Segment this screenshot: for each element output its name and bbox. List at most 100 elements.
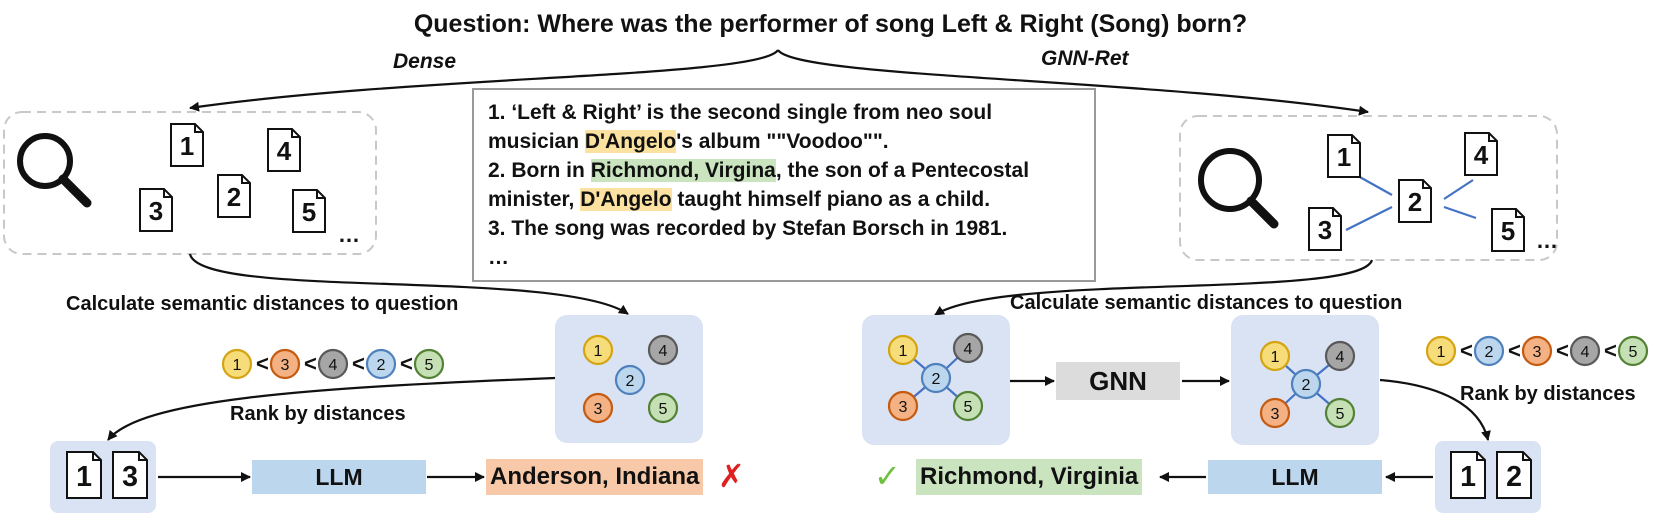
retrieved-document-icon: 3: [112, 451, 148, 499]
gnnret-retrieval-panel: [1179, 115, 1558, 261]
document-number: 5: [302, 197, 316, 227]
document-icon: 1: [170, 123, 204, 167]
less-than-sign: <: [400, 351, 413, 376]
step-calc-distances-left: Calculate semantic distances to question: [66, 293, 459, 315]
retrieved-document-icon: 1: [66, 451, 102, 499]
ranked-node-2: 2: [1473, 335, 1505, 367]
document-icon: 3: [139, 188, 173, 232]
ranked-node-3: 3: [269, 348, 301, 380]
entity-highlight: Richmond, Virgina: [590, 159, 776, 182]
node-number: 4: [329, 356, 338, 374]
less-than-sign: <: [1508, 338, 1521, 363]
ranked-node-5: 5: [413, 348, 445, 380]
node-3: 3: [1259, 397, 1291, 429]
arrow-question-to-gnnret: [777, 49, 1369, 116]
passage-3: 3. The song was recorded by Stefan Borsc…: [488, 217, 1008, 240]
node-2: 2: [1290, 368, 1322, 400]
node-4: 4: [1324, 340, 1356, 372]
node-1: 1: [1259, 340, 1291, 372]
step-rank-right: Rank by distances: [1460, 383, 1636, 405]
arrow-dense-to-embedding: [188, 253, 629, 315]
step-calc-distances-right: Calculate semantic distances to question: [1010, 292, 1403, 314]
passage-more: …: [488, 246, 509, 269]
passage-text: , the son of a Pentecostal: [775, 159, 1030, 182]
node-number: 3: [1271, 405, 1280, 423]
ranked-node-1: 1: [1425, 335, 1457, 367]
less-than-sign: <: [1604, 338, 1617, 363]
node-1: 1: [582, 334, 614, 366]
retrieved-document-icon: 1: [1450, 451, 1486, 499]
document-number: 3: [1318, 215, 1332, 245]
document-icon: 5: [292, 189, 326, 233]
document-icon: 2: [217, 174, 251, 218]
node-number: 2: [932, 370, 941, 388]
ranked-node-4: 4: [1569, 335, 1601, 367]
node-number: 2: [1485, 343, 1494, 361]
node-number: 2: [1302, 376, 1311, 394]
passage-text: minister,: [488, 188, 581, 211]
document-icon: 5: [1491, 208, 1525, 252]
node-3: 3: [887, 390, 919, 422]
node-number: 5: [425, 356, 434, 374]
passage-2-line-1: 2. Born in Richmond, Virgina, the son of…: [488, 156, 1080, 185]
passage-text: taught himself piano as a child.: [671, 188, 991, 211]
step-rank-left: Rank by distances: [230, 403, 406, 425]
node-number: 3: [281, 356, 290, 374]
document-icon: 4: [1464, 132, 1498, 176]
passage-1-line-2: musician D'Angelo's album ""Voodoo"".: [488, 127, 1080, 156]
arrow-rank-left: [107, 376, 556, 441]
node-3: 3: [582, 392, 614, 424]
document-number: 2: [1408, 187, 1422, 217]
document-number: 1: [180, 131, 194, 161]
node-number: 3: [899, 398, 908, 416]
node-number: 4: [1581, 343, 1590, 361]
node-4: 4: [952, 332, 984, 364]
node-number: 2: [377, 356, 386, 374]
document-number: 1: [1337, 142, 1351, 172]
node-number: 5: [1336, 405, 1345, 423]
document-icon: 2: [1398, 179, 1432, 223]
document-number: 1: [1460, 461, 1476, 493]
document-number: 3: [149, 196, 163, 226]
document-number: 4: [277, 136, 292, 166]
ranked-node-4: 4: [317, 348, 349, 380]
cross-icon: ✗: [718, 458, 745, 494]
document-number: 5: [1501, 216, 1515, 246]
passage-2-line-2: minister, D'Angelo taught himself piano …: [488, 185, 1080, 214]
arrow-question-to-dense: [189, 49, 779, 112]
node-number: 5: [1629, 343, 1638, 361]
node-2: 2: [614, 364, 646, 396]
passage-text: 's album ""Voodoo"".: [676, 130, 889, 153]
passage-text: 2. Born in: [488, 159, 591, 182]
node-number: 4: [1336, 348, 1345, 366]
passage-1-line-1: 1. ‘Left & Right’ is the second single f…: [488, 101, 993, 124]
node-number: 1: [1437, 343, 1446, 361]
node-number: 2: [626, 372, 635, 390]
node-number: 5: [659, 400, 668, 418]
ranked-node-5: 5: [1617, 335, 1649, 367]
question-text: Question: Where was the performer of son…: [413, 10, 1248, 38]
gnn-box: GNN: [1056, 362, 1180, 400]
node-number: 3: [594, 400, 603, 418]
ranking-right: 1<2<3<4<5: [1425, 335, 1649, 367]
document-icon: 1: [1327, 134, 1361, 178]
entity-highlight: D'Angelo: [584, 130, 677, 153]
node-5: 5: [1324, 397, 1356, 429]
node-number: 3: [1533, 343, 1542, 361]
check-icon: ✓: [874, 458, 901, 494]
node-number: 1: [594, 342, 603, 360]
document-edges: [1345, 175, 1477, 231]
document-number: 2: [227, 182, 241, 212]
node-5: 5: [647, 392, 679, 424]
ranked-node-2: 2: [365, 348, 397, 380]
node-2: 2: [920, 362, 952, 394]
ranking-left: 1<3<4<2<5: [221, 348, 445, 380]
llm-box-left: LLM: [252, 460, 426, 494]
less-than-sign: <: [352, 351, 365, 376]
document-icon: 4: [267, 128, 301, 172]
node-number: 5: [964, 398, 973, 416]
answer-wrong: Anderson, Indiana: [486, 459, 704, 495]
